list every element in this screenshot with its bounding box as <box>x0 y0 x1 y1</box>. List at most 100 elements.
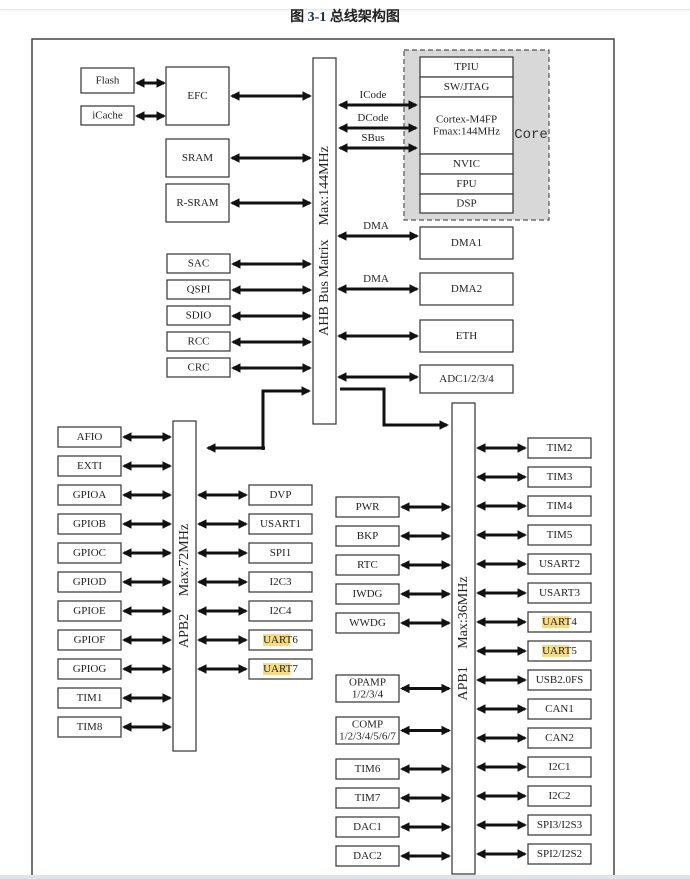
apb1-wwdg: WWDG <box>335 612 400 634</box>
apb2-gpioc-box <box>57 542 122 564</box>
ahb-rcc: RCC <box>166 331 231 352</box>
apb1-usart3-label: USART3 <box>539 587 580 599</box>
ahb-adc1-2-3-4: ADC1/2/3/4 <box>419 364 514 394</box>
apb2-exti: EXTI <box>57 455 122 477</box>
apb2-gpiog: GPIOG <box>57 658 122 680</box>
ahb-rcc-box <box>166 331 231 352</box>
apb1-i2c2: I2C2 <box>527 785 592 807</box>
apb2-usart1-label: USART1 <box>260 518 301 530</box>
apb2-gpioa: GPIOA <box>57 484 122 506</box>
ahb-eth-box <box>419 319 514 353</box>
ahb-sdio: SDIO <box>166 305 231 326</box>
apb2-gpioa-label: GPIOA <box>73 489 107 501</box>
apb1-spi2-i2s2-box <box>527 843 592 865</box>
mem-flash-box <box>80 67 135 94</box>
apb2-afio-box <box>57 426 122 448</box>
apb1-usart3-box <box>527 582 592 604</box>
apb1-pwr-box <box>335 496 400 518</box>
ahb-efc-label: EFC <box>187 90 207 102</box>
apb1-bus-label: APB1 Max:36MHz <box>456 576 471 700</box>
core-label: Core <box>514 127 548 143</box>
ahb-sac-label: SAC <box>188 258 209 270</box>
ahb-crc-label: CRC <box>187 362 209 374</box>
apb2-afio-label: AFIO <box>77 431 103 443</box>
apb1-can1-box <box>527 698 592 720</box>
ahb-efc-box <box>165 66 230 126</box>
apb2-gpiod-label: GPIOD <box>73 576 107 588</box>
apb2-gpioe-label: GPIOE <box>73 605 106 617</box>
ahb-sram-label: SRAM <box>182 152 213 164</box>
figure-caption: 图 3-1 总线架构图 <box>0 6 690 26</box>
apb2-uart7: UART7 <box>248 658 313 680</box>
apb1-spi3-i2s3: SPI3/I2S3 <box>527 814 592 836</box>
core-block-cortex-m4fp-label: Cortex-M4FP <box>436 114 497 126</box>
apb1-spi2-i2s2: SPI2/I2S2 <box>527 843 592 865</box>
apb1-tim3: TIM3 <box>527 466 592 488</box>
apb1-uart4: UART4 <box>527 611 592 633</box>
ahb-sram-box <box>165 138 230 178</box>
ahb-sdio-label: SDIO <box>186 310 212 322</box>
ahb-rcc-label: RCC <box>187 336 209 348</box>
apb2-gpioe: GPIOE <box>57 600 122 622</box>
core-block-nvic: NVIC <box>419 153 514 175</box>
apb2-uart7-label: UART7 <box>263 663 298 675</box>
apb1-opamp-box <box>335 674 400 703</box>
ahb-eth-label: ETH <box>456 330 477 342</box>
apb2-gpioa-box <box>57 484 122 506</box>
apb2-tim1: TIM1 <box>57 687 122 709</box>
apb1-dac1-box <box>335 816 400 838</box>
apb2-afio: AFIO <box>57 426 122 448</box>
core-block-dsp-label: DSP <box>456 198 476 210</box>
apb1-bkp-box <box>335 525 400 547</box>
apb1-dac1: DAC1 <box>335 816 400 838</box>
apb2-i2c3-label: I2C3 <box>270 576 293 588</box>
apb1-tim7-label: TIM7 <box>355 792 381 804</box>
apb1-tim6-label: TIM6 <box>355 763 381 775</box>
highlight-mark <box>542 645 570 657</box>
ahb-apb1-bridge-arrow <box>340 387 449 430</box>
apb2-i2c4-label: I2C4 <box>270 605 293 617</box>
highlight-mark <box>542 616 570 628</box>
apb2-gpiod-box <box>57 571 122 593</box>
apb1-i2c1: I2C1 <box>527 756 592 778</box>
link-dma1-label: DMA <box>363 220 389 232</box>
apb1-usart2-box <box>527 553 592 575</box>
ahb-dma1: DMA1 <box>419 226 514 260</box>
apb1-tim2: TIM2 <box>527 437 592 459</box>
apb2-i2c3: I2C3 <box>248 571 313 593</box>
apb1-dac1-label: DAC1 <box>353 821 382 833</box>
apb2-spi1-label: SPI1 <box>270 547 291 559</box>
apb1-i2c2-box <box>527 785 592 807</box>
apb2-tim8-label: TIM8 <box>77 721 103 733</box>
ahb-r-sram-label: R-SRAM <box>176 197 218 209</box>
apb2-spi1: SPI1 <box>248 542 313 564</box>
apb1-tim3-label: TIM3 <box>547 471 573 483</box>
mem-icache: iCache <box>80 105 135 126</box>
ahb-dma2: DMA2 <box>419 272 514 306</box>
apb1-tim6-box <box>335 758 400 780</box>
apb1-tim2-box <box>527 437 592 459</box>
mem-icache-label: iCache <box>92 110 123 122</box>
apb1-rtc-label: RTC <box>357 559 378 571</box>
apb2-dvp: DVP <box>248 484 313 506</box>
apb2-gpiof-box <box>57 629 122 651</box>
apb1-rtc-box <box>335 554 400 576</box>
apb1-opamp-label: 1/2/3/4 <box>352 689 384 701</box>
apb1-can1: CAN1 <box>527 698 592 720</box>
ahb-dma2-label: DMA2 <box>451 283 482 295</box>
apb1-tim7: TIM7 <box>335 787 400 809</box>
highlight-mark <box>263 634 291 646</box>
apb1-i2c1-label: I2C1 <box>549 761 571 773</box>
ahb-qspi-box <box>166 279 231 300</box>
core-block-tpiu-label: TPIU <box>454 61 479 73</box>
apb2-uart6-label: UART6 <box>263 634 298 646</box>
apb2-tim8-box <box>57 716 122 738</box>
apb2-gpioc: GPIOC <box>57 542 122 564</box>
apb1-usart3: USART3 <box>527 582 592 604</box>
apb2-i2c4: I2C4 <box>248 600 313 622</box>
apb1-dac2: DAC2 <box>335 845 400 867</box>
apb1-can2: CAN2 <box>527 727 592 749</box>
